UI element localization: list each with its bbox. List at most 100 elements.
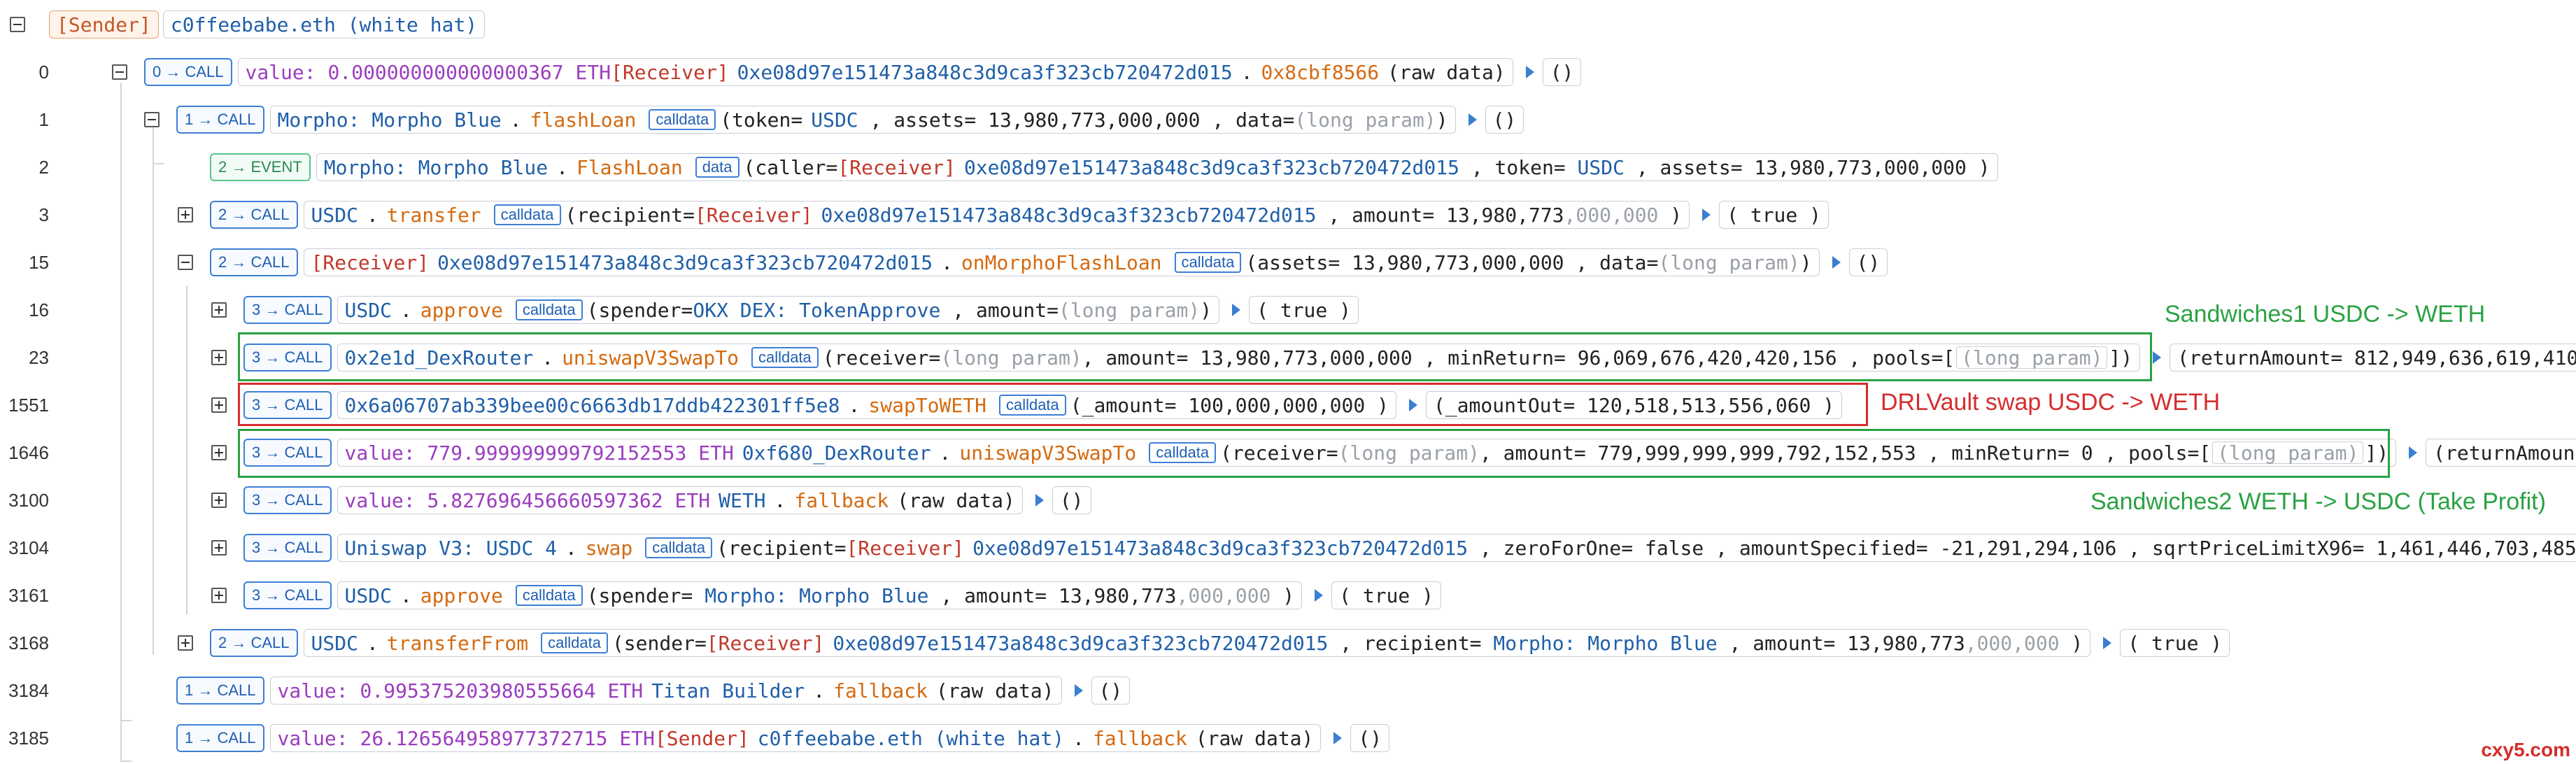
expand-return-arrow[interactable] [1315,589,1324,602]
expand-toggle[interactable] [178,635,193,651]
expand-return-arrow[interactable] [2409,446,2418,459]
receiver-address[interactable]: 0xe08d97e151473a848c3d9ca3f323cb720472d0… [437,250,933,274]
call-content[interactable]: 0x6a06707ab339bee00c6663db17ddb422301ff5… [337,391,1396,419]
receiver-address[interactable]: 0xe08d97e151473a848c3d9ca3f323cb720472d0… [972,536,1469,560]
call-badge[interactable]: 0 → CALL [144,58,232,86]
calldata-button[interactable]: calldata [649,109,716,130]
call-content[interactable]: value: 0.995375203980555664 ETH Titan Bu… [269,677,1062,705]
expand-return-arrow[interactable] [1468,113,1477,126]
expand-return-arrow[interactable] [2103,637,2112,649]
call-badge[interactable]: 3 → CALL [243,439,332,467]
expand-toggle[interactable] [211,588,227,603]
call-content[interactable]: 0x2e1d_DexRouter . uniswapV3SwapTo calld… [337,344,2141,372]
contract-name[interactable]: 0xf680_DexRouter [742,441,931,465]
expand-toggle[interactable] [211,540,227,556]
long-param[interactable]: (long param) [1658,250,1800,274]
spender-name[interactable]: OKX DEX: TokenApprove [693,298,941,322]
expand-return-arrow[interactable] [2153,351,2162,364]
calldata-button[interactable]: calldata [493,204,561,225]
sender-name[interactable]: c0ffeebabe.eth (white hat) [757,726,1065,750]
long-param[interactable]: (long param) [1956,346,2108,369]
call-badge[interactable]: 3 → CALL [243,581,332,609]
long-param[interactable]: (long param) [2212,441,2364,465]
call-badge[interactable]: 2 → CALL [210,201,298,229]
collapse-toggle[interactable] [178,255,193,270]
sender-name[interactable]: c0ffeebabe.eth (white hat) [162,10,486,38]
expand-toggle[interactable] [211,350,227,365]
call-content[interactable]: Morpho: Morpho Blue . flashLoan calldata… [269,106,1456,134]
call-badge[interactable]: 3 → CALL [243,391,332,419]
calldata-button[interactable]: calldata [998,395,1066,416]
contract-name[interactable]: USDC [344,298,392,322]
expand-return-arrow[interactable] [1035,494,1044,507]
expand-return-arrow[interactable] [1232,304,1241,316]
call-badge[interactable]: 3 → CALL [243,296,332,324]
call-content[interactable]: value: 0.000000000000000367 ETH [Receive… [237,58,1513,86]
calldata-button[interactable]: calldata [541,632,608,653]
call-content[interactable]: USDC . transfer calldata (recipient=[Rec… [303,201,1690,229]
contract-name[interactable]: Uniswap V3: USDC 4 [344,536,557,560]
call-badge[interactable]: 3 → CALL [243,534,332,562]
call-content[interactable]: value: 779.999999999792152553 ETH 0xf680… [337,439,2397,467]
token-usdc[interactable]: USDC [1577,155,1625,179]
receiver-address[interactable]: 0xe08d97e151473a848c3d9ca3f323cb720472d0… [963,155,1459,179]
calldata-button[interactable]: calldata [515,299,583,320]
contract-name[interactable]: USDC [344,583,392,607]
data-button[interactable]: data [695,157,739,178]
calldata-button[interactable]: calldata [751,347,819,368]
receiver-address[interactable]: 0xe08d97e151473a848c3d9ca3f323cb720472d0… [821,203,1317,227]
long-param[interactable]: (long param) [1294,108,1436,132]
expand-return-arrow[interactable] [1832,256,1841,269]
calldata-button[interactable]: calldata [1174,252,1242,273]
expand-return-arrow[interactable] [1333,732,1343,744]
contract-name[interactable]: Titan Builder [651,679,805,702]
call-badge[interactable]: 2 → CALL [210,248,298,276]
token-usdc[interactable]: USDC [811,108,858,132]
expand-toggle[interactable] [211,397,227,413]
expand-return-arrow[interactable] [1702,208,1711,221]
raw-data: (raw data) [1195,726,1314,750]
call-content[interactable]: USDC . approve calldata (spender= Morpho… [337,581,1303,609]
call-content[interactable]: value: 5.827696456660597362 ETH WETH . f… [337,486,1023,514]
contract-address[interactable]: 0x6a06707ab339bee00c6663db17ddb422301ff5… [344,393,840,417]
contract-name[interactable]: Morpho: Morpho Blue [277,108,502,132]
event-badge[interactable]: 2 → EVENT [210,153,311,181]
calldata-button[interactable]: calldata [515,585,583,606]
receiver-address[interactable]: 0xe08d97e151473a848c3d9ca3f323cb720472d0… [737,60,1233,84]
collapse-toggle[interactable] [10,17,25,32]
long-param[interactable]: (long param) [940,346,1082,369]
calldata-button[interactable]: calldata [645,537,713,558]
expand-toggle[interactable] [211,445,227,460]
contract-name[interactable]: 0x2e1d_DexRouter [344,346,534,369]
call-badge[interactable]: 1 → CALL [176,724,264,752]
expand-return-arrow[interactable] [1408,399,1417,411]
recipient-name[interactable]: Morpho: Morpho Blue [1493,631,1718,655]
call-content[interactable]: USDC . approve calldata (spender=OKX DEX… [337,296,1220,324]
spender-name[interactable]: Morpho: Morpho Blue [705,583,929,607]
expand-toggle[interactable] [178,207,193,222]
collapse-toggle[interactable] [112,64,127,80]
contract-name[interactable]: USDC [311,631,358,655]
contract-name[interactable]: USDC [311,203,358,227]
long-param[interactable]: (long param) [1338,441,1480,465]
call-badge[interactable]: 3 → CALL [243,486,332,514]
expand-toggle[interactable] [211,493,227,508]
expand-return-arrow[interactable] [1074,684,1083,697]
collapse-toggle[interactable] [144,112,160,127]
event-content[interactable]: Morpho: Morpho Blue . FlashLoan data (ca… [316,153,1998,181]
call-content[interactable]: Uniswap V3: USDC 4 . swap calldata (reci… [337,534,2576,562]
contract-name[interactable]: Morpho: Morpho Blue [323,155,549,179]
call-badge[interactable]: 3 → CALL [243,344,332,372]
expand-toggle[interactable] [211,302,227,318]
contract-name[interactable]: WETH [719,488,766,512]
receiver-address[interactable]: 0xe08d97e151473a848c3d9ca3f323cb720472d0… [833,631,1329,655]
expand-return-arrow[interactable] [1525,66,1534,78]
call-content[interactable]: USDC . transferFrom calldata (sender=[Re… [303,629,2091,657]
call-badge[interactable]: 1 → CALL [176,106,264,134]
call-content[interactable]: value: 26.126564958977372715 ETH [Sender… [269,724,1322,752]
calldata-button[interactable]: calldata [1149,442,1217,463]
long-param[interactable]: (long param) [1058,298,1201,322]
call-badge[interactable]: 2 → CALL [210,629,298,657]
call-content[interactable]: [Receiver] 0xe08d97e151473a848c3d9ca3f32… [303,248,1820,276]
call-badge[interactable]: 1 → CALL [176,677,264,705]
